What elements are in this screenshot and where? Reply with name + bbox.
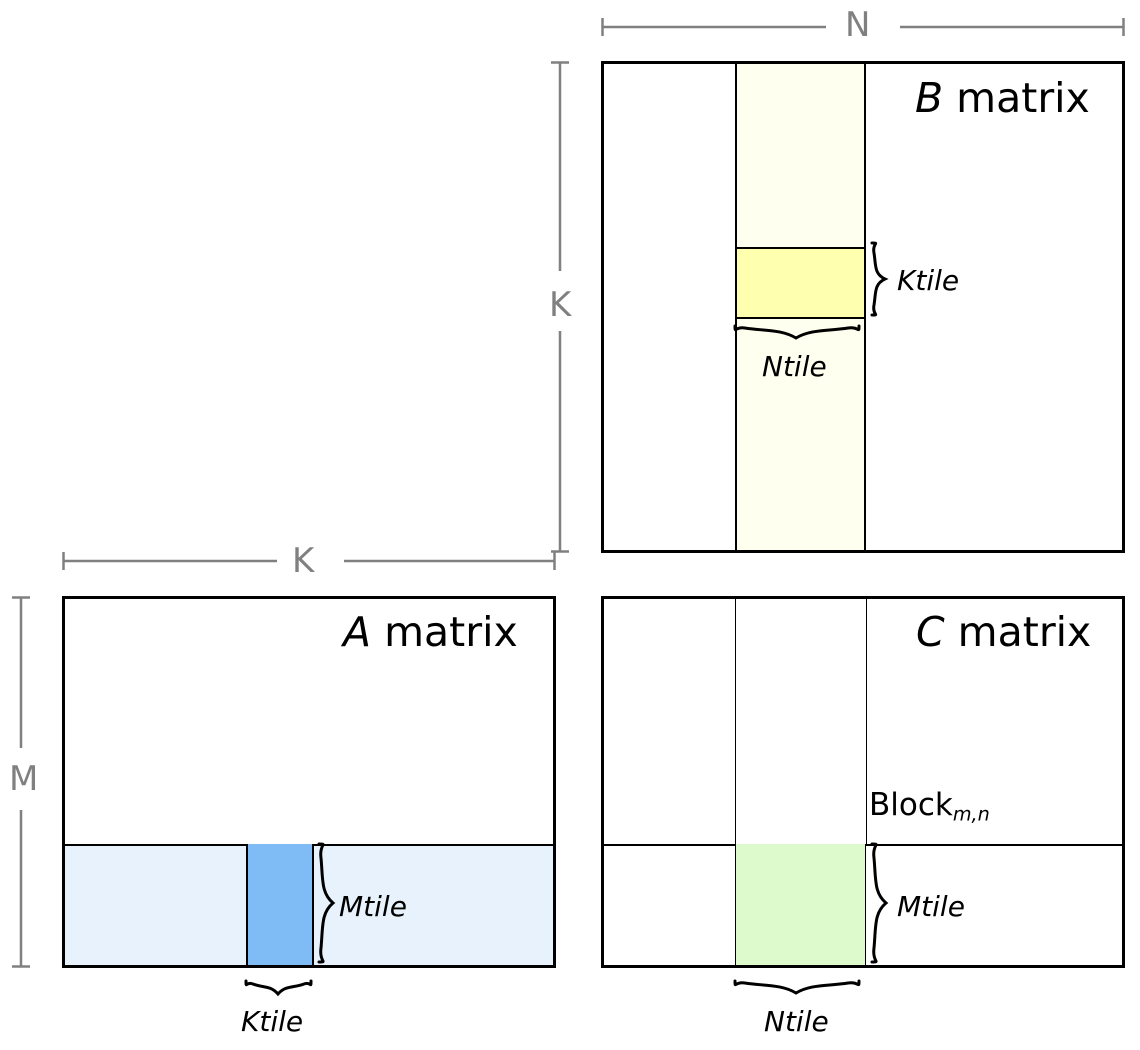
matrix-a-title-letter: A (343, 608, 372, 656)
matrix-b (601, 61, 1125, 553)
dimension-line-m (12, 596, 30, 968)
matrix-c-title-word: matrix (944, 608, 1092, 656)
matrix-a-tile (246, 844, 314, 965)
brace-c-ntile (733, 979, 861, 995)
label-block-base: Block (869, 787, 953, 823)
matrix-c-title-letter: C (916, 608, 945, 656)
matrix-b-title-letter: B (915, 74, 944, 122)
matrix-c-divider-left (735, 599, 736, 844)
matrix-a (62, 596, 556, 968)
label-c-ntile: Ntile (764, 1005, 829, 1038)
label-b-ntile: Ntile (762, 350, 827, 383)
matrix-c-tile (735, 844, 866, 965)
brace-a-ktile (244, 979, 313, 997)
dimension-label-n: N (845, 5, 871, 45)
matrix-c-divider-right (866, 599, 867, 844)
matrix-a-title: A matrix (343, 612, 518, 653)
matrix-a-title-word: matrix (371, 608, 518, 656)
brace-c-mtile (870, 842, 889, 964)
brace-b-ntile (733, 324, 861, 340)
label-block-mn: Blockm,n (869, 790, 990, 824)
dimension-line-n (601, 18, 1125, 36)
label-a-ktile: Ktile (241, 1005, 304, 1038)
dimension-label-m: M (9, 759, 39, 799)
matrix-c-title: C matrix (916, 612, 1091, 653)
matrix-b-tile (735, 247, 866, 319)
brace-a-mtile (317, 842, 336, 964)
dimension-label-k-horizontal: K (292, 541, 315, 581)
dimension-label-k-vertical: K (549, 285, 572, 325)
dimension-line-k-horizontal (62, 552, 556, 570)
label-a-mtile: Mtile (339, 890, 407, 923)
matrix-b-title: B matrix (915, 78, 1090, 119)
matrix-c (601, 596, 1125, 968)
label-block-subscript: m,n (952, 802, 990, 826)
matrix-b-title-word: matrix (943, 74, 1090, 122)
dimension-line-k-vertical (551, 61, 569, 553)
label-b-ktile: Ktile (897, 264, 960, 297)
label-c-mtile: Mtile (897, 890, 965, 923)
brace-b-ktile (870, 241, 889, 317)
